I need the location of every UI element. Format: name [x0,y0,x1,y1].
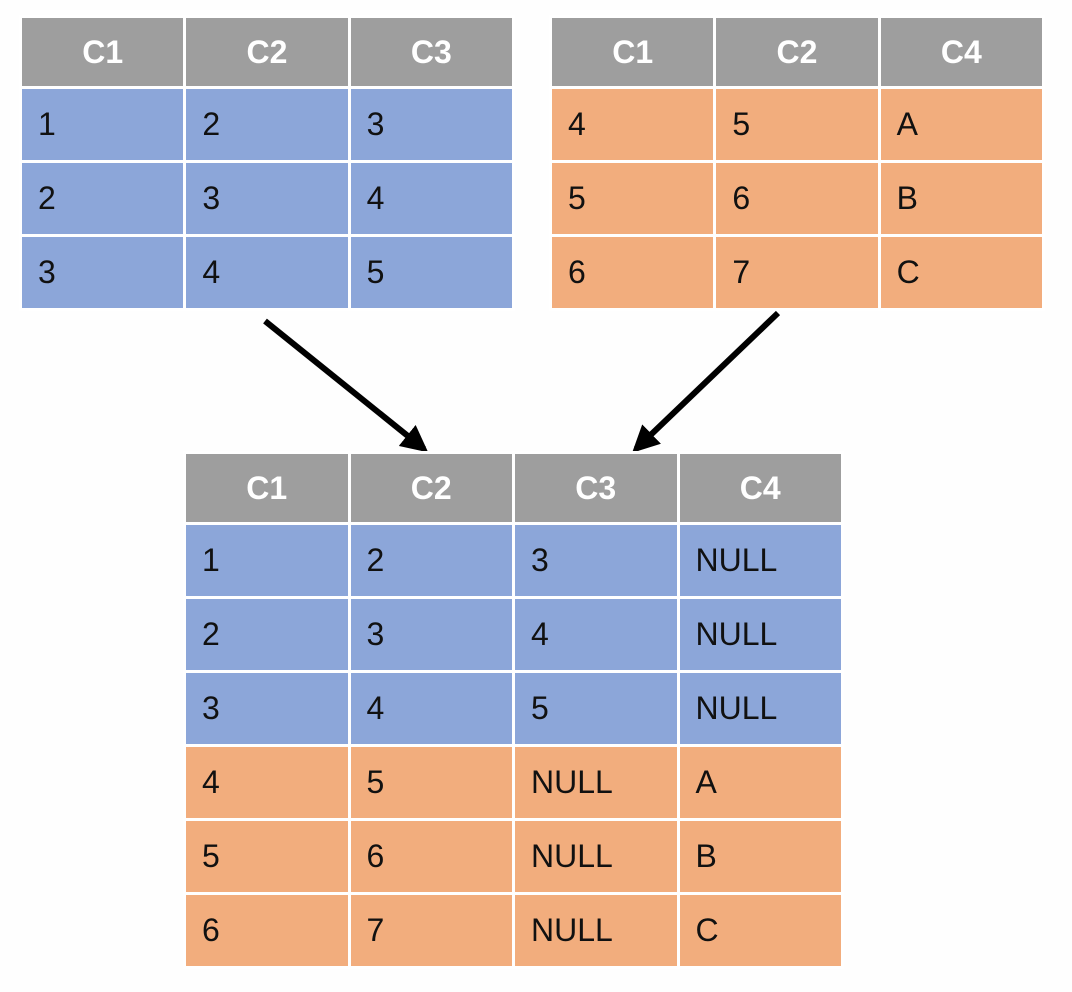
header-cell: C1 [186,454,348,522]
table-cell: 3 [350,89,512,160]
table-row: 3 4 5 [22,237,512,308]
table-cell: NULL [679,599,841,670]
table-cell: A [679,747,841,818]
header-cell: C2 [186,18,348,86]
table-cell: NULL [515,895,677,966]
table-row: 1 2 3 [22,89,512,160]
table-cell: 7 [350,895,512,966]
table-row: 1 2 3 NULL [186,525,841,596]
table-row: 6 7 C [552,237,1042,308]
header-row: C1 C2 C4 [552,18,1042,86]
table-cell: 4 [186,237,348,308]
table-cell: NULL [679,673,841,744]
header-row: C1 C2 C3 C4 [186,454,841,522]
table-cell: 3 [186,673,348,744]
header-cell: C4 [880,18,1042,86]
header-cell: C2 [716,18,878,86]
table-cell: 4 [350,163,512,234]
table-cell: 1 [22,89,184,160]
header-cell: C3 [515,454,677,522]
table-cell: 7 [716,237,878,308]
table-cell: 4 [186,747,348,818]
table-cell: 2 [22,163,184,234]
source-table-b: C1 C2 C4 4 5 A 5 6 B 6 7 C [549,15,1045,311]
table-row: 5 6 B [552,163,1042,234]
header-row: C1 C2 C3 [22,18,512,86]
header-cell: C1 [22,18,184,86]
table-cell: 6 [186,895,348,966]
table-cell: C [679,895,841,966]
table-cell: 4 [350,673,512,744]
table-cell: 4 [552,89,714,160]
table-cell: 4 [515,599,677,670]
table-cell: 5 [350,747,512,818]
table-row: 4 5 NULL A [186,747,841,818]
table-cell: 3 [515,525,677,596]
table-row: 4 5 A [552,89,1042,160]
arrow-from-table-b [632,310,781,453]
table-cell: 6 [350,821,512,892]
table-cell: B [679,821,841,892]
table-cell: NULL [679,525,841,596]
header-cell: C3 [350,18,512,86]
table-cell: 1 [186,525,348,596]
table-cell: 2 [186,89,348,160]
table-cell: NULL [515,821,677,892]
header-cell: C1 [552,18,714,86]
table-cell: 3 [350,599,512,670]
table-cell: 5 [186,821,348,892]
table-row: 5 6 NULL B [186,821,841,892]
table-cell: 5 [515,673,677,744]
table-row: 3 4 5 NULL [186,673,841,744]
table-cell: C [880,237,1042,308]
arrow-from-table-a [263,318,429,453]
header-cell: C2 [350,454,512,522]
table-cell: 5 [350,237,512,308]
table-cell: NULL [515,747,677,818]
table-cell: 2 [186,599,348,670]
table-row: 2 3 4 [22,163,512,234]
table-row: 2 3 4 NULL [186,599,841,670]
table-row: 6 7 NULL C [186,895,841,966]
table-cell: 6 [716,163,878,234]
table-cell: B [880,163,1042,234]
table-cell: 3 [22,237,184,308]
table-cell: 6 [552,237,714,308]
source-table-a: C1 C2 C3 1 2 3 2 3 4 3 4 5 [19,15,515,311]
table-cell: 5 [716,89,878,160]
table-cell: A [880,89,1042,160]
header-cell: C4 [679,454,841,522]
table-cell: 2 [350,525,512,596]
result-table: C1 C2 C3 C4 1 2 3 NULL 2 3 4 NULL 3 4 5 … [183,451,844,969]
table-cell: 3 [186,163,348,234]
table-cell: 5 [552,163,714,234]
